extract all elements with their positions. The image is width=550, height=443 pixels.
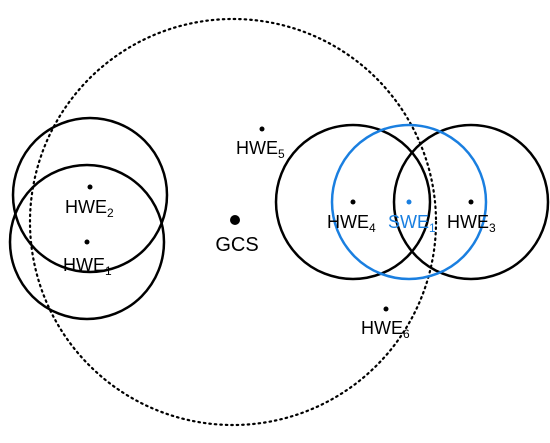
swe1-label: SWE1 [388,212,436,235]
hwe4-label: HWE4 [327,212,376,235]
hwe4-range-circle [274,123,432,281]
hwe5-dot [259,126,265,132]
hwe6-dot [383,306,389,312]
hwe3-range-circle [392,123,550,281]
hwe2-range-circle [11,116,169,274]
hwe1-label: HWE1 [63,255,112,278]
hwe3-label: HWE3 [447,212,496,235]
hwe2-dot [87,184,93,190]
hwe3-dot [468,199,474,205]
hwe6-label: HWE6 [361,318,410,341]
gcs-coverage-circle [28,17,438,427]
gcs-dot [230,215,240,225]
hwe4-dot [350,199,356,205]
gcs-label: GCS [215,234,258,256]
hwe5-label: HWE5 [236,138,285,161]
swe1-dot [406,199,412,205]
hwe1-dot [84,239,90,245]
hwe1-range-circle [8,163,166,321]
hwe2-label: HWE2 [65,197,114,220]
swe1-range-circle [330,123,488,281]
